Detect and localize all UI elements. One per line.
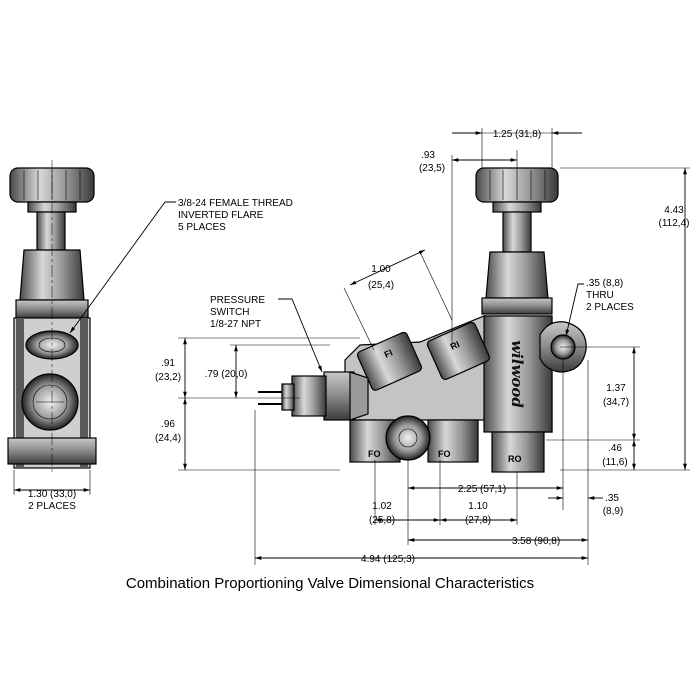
bonnet: [485, 251, 549, 299]
pressure-switch-body: [291, 375, 327, 417]
dim-0-93-mm: (23,5): [419, 163, 445, 174]
port-label-fo-right: FO: [438, 449, 451, 459]
outlet-fitting-fo-right: [427, 419, 479, 463]
thru-hole-leader: [565, 283, 584, 337]
dim-4-43: 4.43: [664, 205, 684, 216]
figure-caption: Combination Proportioning Valve Dimensio…: [126, 575, 534, 592]
dim-1-30-places: 2 PLACES: [28, 501, 76, 512]
port-label-fo-left: FO: [368, 449, 381, 459]
brand-logo: wilwood: [508, 340, 526, 408]
dim-0-91-mm: (23,2): [155, 372, 181, 383]
end-view: 1.30 (33,0) 2 PLACES: [7, 160, 97, 512]
inlet-fitting-fi: [356, 331, 423, 391]
dim-0-93: .93: [421, 150, 435, 161]
dim-1-37: 1.37: [606, 383, 626, 394]
adjuster-stem: [502, 211, 532, 253]
dim-1-10-mm: (27,8): [465, 515, 491, 526]
dim-3-58: 3.58 (90,8): [512, 536, 560, 547]
thru-hole-callout-line-3: 2 PLACES: [586, 302, 634, 313]
thread-callout-leader: [69, 201, 176, 334]
dim-1-02: 1.02: [372, 501, 392, 512]
inlet-fitting-ri: [426, 321, 491, 380]
adjuster-stem-end-view: [36, 211, 66, 251]
dim-1-30: 1.30 (33,0): [28, 489, 76, 500]
dim-0-46: .46: [608, 443, 622, 454]
port-label-ro: RO: [508, 454, 522, 464]
dim-4-43-mm: (112,4): [659, 218, 690, 229]
dim-1-02-mm: (25,8): [369, 515, 395, 526]
pressure-switch-callout-line-1: PRESSURE: [210, 295, 265, 306]
dim-1-25: 1.25 (31,8): [493, 129, 541, 140]
pressure-switch-leader: [278, 298, 323, 373]
dim-0-91: .91: [161, 358, 175, 369]
dim-0-35-mm: (8,9): [603, 506, 624, 517]
thread-callout-line-1: 3/8-24 FEMALE THREAD: [178, 198, 293, 209]
thru-hole-callout-line-1: .35 (8,8): [586, 278, 623, 289]
outlet-fitting-ro: [491, 431, 545, 473]
front-view: wilwood FI RI FO FO RO: [258, 167, 587, 473]
dim-0-79: .79 (20,0): [205, 369, 248, 380]
dim-0-96: .96: [161, 419, 175, 430]
dim-4-94: 4.94 (125,3): [361, 554, 415, 565]
dim-1-10: 1.10: [468, 501, 488, 512]
front-port: [385, 415, 431, 461]
dim-0-46-mm: (11,6): [602, 457, 627, 468]
dim-0-96-mm: (24,4): [155, 433, 181, 444]
dim-0-35: .35: [605, 493, 619, 504]
pressure-switch-callout-line-2: SWITCH: [210, 307, 249, 318]
dim-1-00-mm: (25,4): [368, 280, 394, 291]
dim-1-37-mm: (34,7): [603, 397, 629, 408]
thread-callout-line-2: INVERTED FLARE: [178, 210, 264, 221]
thru-hole-callout-line-2: THRU: [586, 290, 614, 301]
dim-2-25: 2.25 (57,1): [458, 484, 506, 495]
pressure-switch-callout-line-3: 1/8-27 NPT: [210, 319, 261, 330]
port-label-fi: FI: [383, 347, 394, 359]
thread-callout-line-3: 5 PLACES: [178, 222, 226, 233]
dim-1-00: 1.00: [371, 264, 391, 275]
